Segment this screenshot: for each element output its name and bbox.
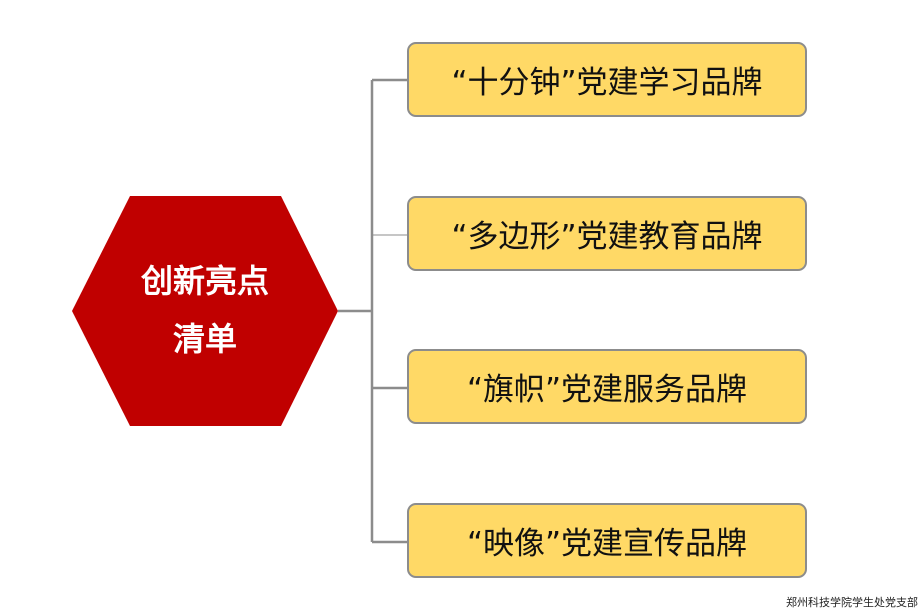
branch-label: “映像”党建宣传品牌 bbox=[466, 526, 748, 562]
branch-service-brand: “旗帜”党建服务品牌 bbox=[407, 349, 807, 424]
branch-label: “旗帜”党建服务品牌 bbox=[466, 372, 748, 408]
footer-watermark: 郑州科技学院学生处党支部 bbox=[786, 594, 918, 610]
branch-education-brand: “多边形”党建教育品牌 bbox=[407, 196, 807, 271]
central-node-line-2: 清单 bbox=[172, 320, 237, 358]
footer-text: 郑州科技学院学生处党支部 bbox=[786, 596, 918, 609]
branch-publicity-brand: “映像”党建宣传品牌 bbox=[407, 503, 807, 578]
branch-label: “十分钟”党建学习品牌 bbox=[451, 65, 763, 101]
central-node-line-1: 创新亮点 bbox=[140, 262, 269, 300]
branch-label: “多边形”党建教育品牌 bbox=[451, 219, 763, 255]
connector-lines bbox=[338, 78, 407, 544]
central-node-label: 创新亮点 清单 bbox=[72, 252, 338, 368]
branch-study-brand: “十分钟”党建学习品牌 bbox=[407, 42, 807, 117]
central-hexagon bbox=[72, 196, 338, 426]
